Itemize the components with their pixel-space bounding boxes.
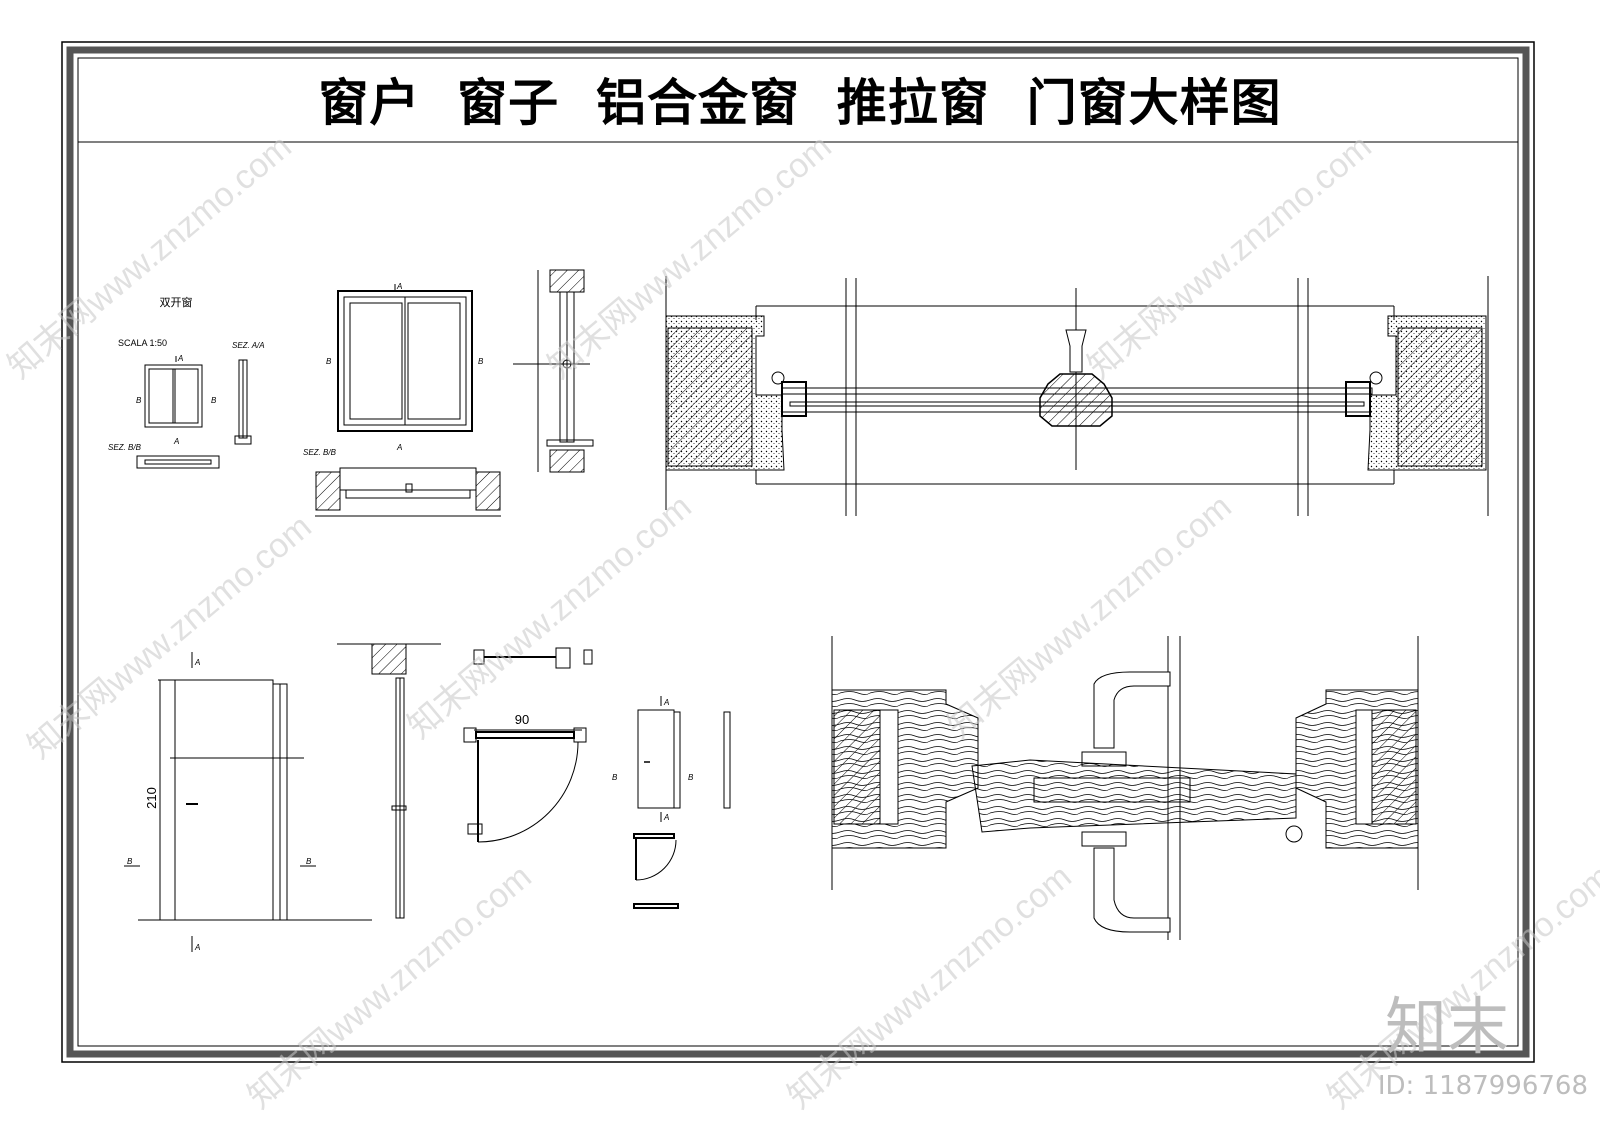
mark-a-large-top: A: [396, 282, 402, 291]
section-bb-large-label: SEZ. B/B: [303, 448, 337, 457]
image-id-label: ID: 1187996768: [1378, 1071, 1588, 1101]
scale-label: SCALA 1:50: [118, 338, 167, 348]
door-height-dim: 210: [144, 787, 159, 809]
door-plan-swing: 90: [463, 647, 593, 843]
watermark-text: 知末网www.znzmo.com: [1081, 128, 1379, 387]
watermark-layer: 知末网www.znzmo.com 知末网www.znzmo.com 知末网www…: [1, 128, 1600, 1117]
window-caption: 双开窗: [160, 295, 193, 309]
door-elevation: A A 210 B B: [124, 652, 372, 952]
mark-a-door-bottom: A: [194, 943, 200, 952]
mark-b-right: B: [211, 396, 217, 405]
section-bb-label: SEZ. B/B: [108, 443, 142, 452]
door-vertical-section: [337, 643, 441, 919]
mark-a-large-bottom: A: [396, 443, 402, 452]
mark-a-top: A: [177, 354, 183, 363]
mark-a-bottom: A: [173, 437, 179, 446]
window-small-elevation: 双开窗 SCALA 1:50 SEZ. A/A SEZ. B/B A A B B: [108, 295, 265, 469]
mark-b-large-right: B: [478, 357, 484, 366]
window-large-elevation: A A B B SEZ. B/B: [303, 282, 501, 517]
mark-b-left: B: [136, 396, 142, 405]
mark-b-door-right: B: [306, 857, 312, 866]
mark-a-smalldoor-top: A: [663, 698, 669, 707]
watermark-text: 知末网www.znzmo.com: [781, 858, 1079, 1117]
mark-b-smalldoor-left: B: [612, 773, 618, 782]
mark-b-smalldoor-right: B: [688, 773, 694, 782]
sheet-frame: [61, 41, 1535, 1063]
watermark-text: 知末网www.znzmo.com: [941, 488, 1239, 747]
mark-a-smalldoor-bottom: A: [663, 813, 669, 822]
mark-b-door-left: B: [127, 857, 133, 866]
sliding-window-plan-detail: [665, 276, 1489, 516]
door-width-dim: 90: [515, 712, 529, 727]
window-vertical-section: [513, 269, 594, 473]
mark-b-large-left: B: [326, 357, 332, 366]
brand-watermark: 知末: [1385, 990, 1509, 1063]
mark-a-door-top: A: [194, 658, 200, 667]
watermark-text: 知末网www.znzmo.com: [241, 858, 539, 1117]
watermark-text: 知末网www.znzmo.com: [401, 488, 699, 747]
door-frame-plan-detail: [831, 636, 1419, 940]
door-small-elevation: A B B A: [612, 696, 731, 909]
section-aa-label: SEZ. A/A: [232, 341, 265, 350]
sheet-title: 窗户 窗子 铝合金窗 推拉窗 门窗大样图: [318, 74, 1281, 132]
watermark-text: 知末网www.znzmo.com: [21, 508, 319, 767]
